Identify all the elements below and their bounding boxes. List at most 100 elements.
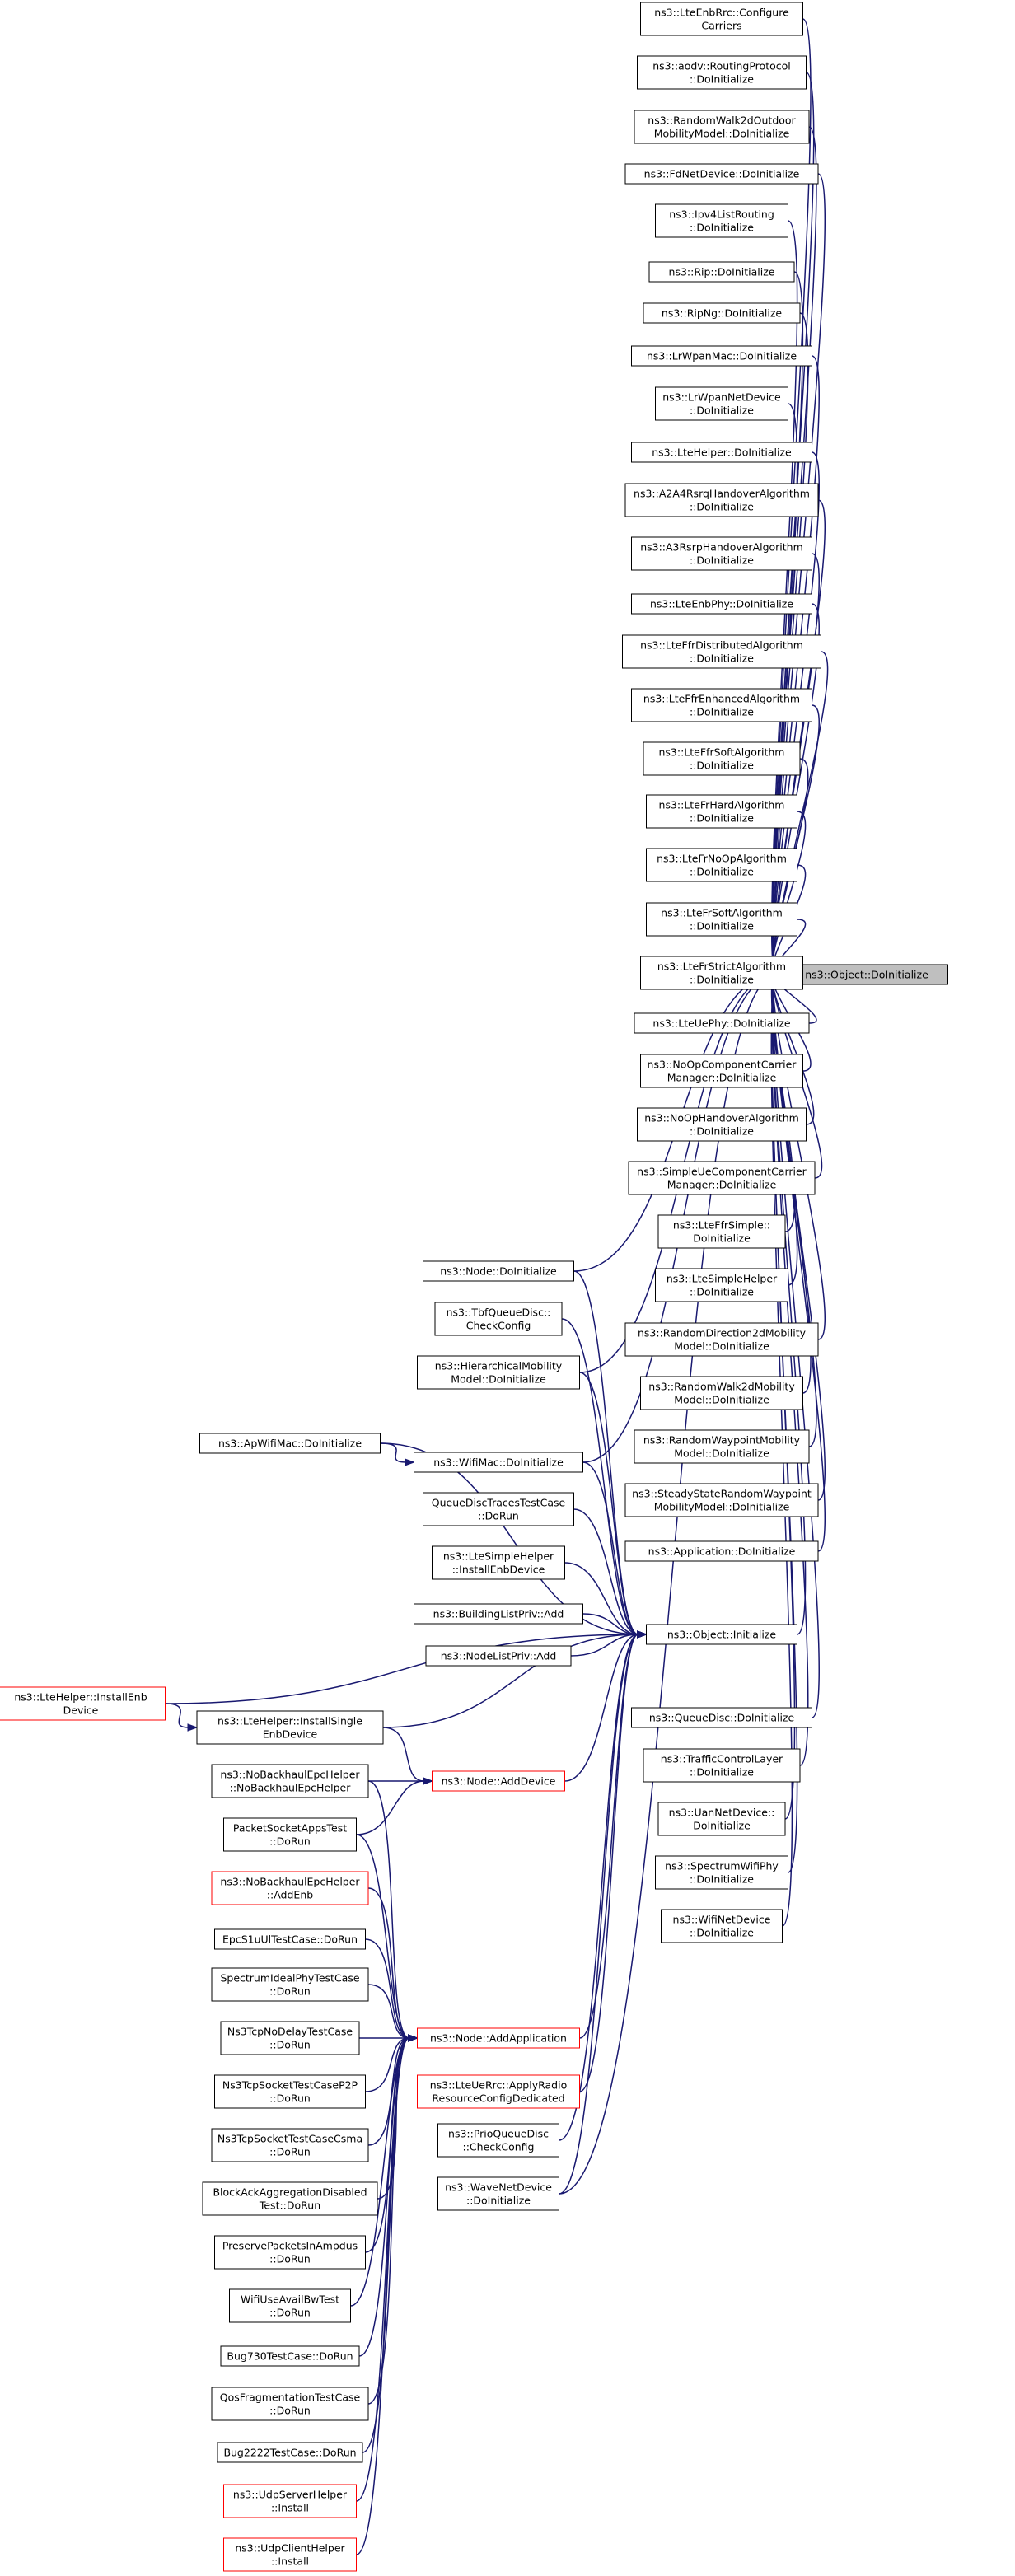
node-box [646, 902, 798, 937]
graph-node[interactable]: ns3::FdNetDevice::DoInitialize [624, 163, 819, 185]
graph-node[interactable]: ns3::WifiNetDevice::DoInitialize [661, 1909, 783, 1943]
node-box [624, 483, 819, 517]
graph-node[interactable]: ns3::NodeListPriv::Add [425, 1645, 572, 1667]
graph-node[interactable]: ns3::WifiMac::DoInitialize [414, 1452, 583, 1473]
call-edge [573, 1508, 638, 1635]
graph-node[interactable]: ns3::A3RsrpHandoverAlgorithm::DoInitiali… [631, 536, 812, 571]
graph-node[interactable]: ns3::LteFfrEnhancedAlgorithm::DoInitiali… [631, 688, 812, 722]
graph-node[interactable]: ns3::LteFrSoftAlgorithm::DoInitialize [646, 902, 798, 937]
node-label: Ns3TcpNoDelayTestCase [227, 2025, 353, 2037]
graph-node[interactable]: ns3::RipNg::DoInitialize [643, 302, 801, 324]
node-label: ResourceConfigDedicated [432, 2092, 564, 2104]
graph-node[interactable]: ns3::LteEnbPhy::DoInitialize [631, 593, 812, 615]
graph-node[interactable]: ns3::Object::DoInitialize [785, 964, 948, 985]
node-label: PreservePacketsInAmpdus [222, 2239, 358, 2251]
call-edge [382, 1634, 638, 1728]
graph-node[interactable]: ns3::LteFfrSimple::DoInitialize [657, 1214, 786, 1249]
graph-node[interactable]: PreservePacketsInAmpdus::DoRun [214, 2235, 366, 2270]
graph-node[interactable]: ns3::LteFfrSoftAlgorithm::DoInitialize [643, 741, 801, 776]
graph-node[interactable]: ns3::LteHelper::DoInitialize [631, 442, 812, 463]
graph-node[interactable]: Bug2222TestCase::DoRun [217, 2442, 363, 2463]
node-box [643, 1748, 801, 1783]
graph-node[interactable]: ns3::Node::AddDevice [432, 1770, 565, 1792]
graph-node[interactable]: ns3::LteUeRrc::ApplyRadioResourceConfigD… [417, 2074, 580, 2109]
graph-node[interactable]: ns3::RandomWalk2dMobilityModel::DoInitia… [640, 1376, 803, 1410]
node-label: ns3::HierarchicalMobility [435, 1359, 563, 1372]
node-box [425, 1645, 572, 1667]
node-box [655, 1855, 788, 1890]
graph-node[interactable]: ns3::Node::DoInitialize [423, 1260, 574, 1282]
graph-node[interactable]: ns3::Node::AddApplication [417, 2027, 580, 2049]
graph-node[interactable]: ns3::LteFfrDistributedAlgorithm::DoIniti… [622, 634, 821, 669]
graph-node[interactable]: QueueDiscTracesTestCase::DoRun [423, 1492, 574, 1526]
graph-node[interactable]: ns3::Rip::DoInitialize [648, 261, 795, 283]
node-box [785, 964, 948, 985]
graph-node[interactable]: ns3::Application::DoInitialize [624, 1540, 819, 1562]
graph-node[interactable]: ns3::TbfQueueDisc::CheckConfig [434, 1302, 563, 1336]
graph-node[interactable]: ns3::NoOpComponentCarrierManager::DoInit… [640, 1054, 803, 1088]
graph-node[interactable]: ns3::WaveNetDevice::DoInitialize [437, 2176, 559, 2211]
graph-node[interactable]: ns3::LteUePhy::DoInitialize [634, 1012, 810, 1034]
node-box [414, 1452, 583, 1473]
graph-node[interactable]: ns3::RandomWaypointMobilityModel::DoInit… [634, 1429, 810, 1464]
graph-node[interactable]: PacketSocketAppsTest::DoRun [223, 1817, 357, 1852]
graph-node[interactable]: ns3::LteFrStrictAlgorithm::DoInitialize [640, 956, 803, 990]
graph-node[interactable]: ns3::LteFrNoOpAlgorithm::DoInitialize [646, 848, 798, 882]
call-edge [582, 1461, 638, 1635]
graph-node[interactable]: ns3::UanNetDevice::DoInitialize [657, 1802, 786, 1836]
graph-node[interactable]: ns3::Object::Initialize [646, 1624, 798, 1645]
graph-node[interactable]: ns3::LteHelper::InstallEnbDevice [0, 1686, 166, 1721]
graph-node[interactable]: EpcS1uUlTestCase::DoRun [214, 1928, 366, 1950]
node-box [432, 1545, 565, 1580]
call-edge [564, 1562, 638, 1635]
node-box [643, 741, 801, 776]
graph-node[interactable]: ns3::SpectrumWifiPhy::DoInitialize [655, 1855, 788, 1890]
call-edge [356, 1780, 424, 1835]
graph-node[interactable]: QosFragmentationTestCase::DoRun [211, 2387, 369, 2421]
graph-node[interactable]: WifiUseAvailBwTest::DoRun [229, 2288, 351, 2323]
graph-node[interactable]: ns3::RandomDirection2dMobilityModel::DoI… [624, 1322, 819, 1357]
graph-node[interactable]: ns3::NoOpHandoverAlgorithm::DoInitialize [637, 1107, 807, 1142]
node-box [220, 2345, 360, 2367]
graph-node[interactable]: ns3::LteSimpleHelper::DoInitialize [655, 1268, 788, 1302]
graph-node[interactable]: Ns3TcpSocketTestCaseP2P::DoRun [214, 2074, 366, 2109]
graph-node[interactable]: ns3::LrWpanMac::DoInitialize [631, 345, 812, 367]
node-box [229, 2288, 351, 2323]
graph-node[interactable]: ns3::A2A4RsrqHandoverAlgorithm::DoInitia… [624, 483, 819, 517]
graph-node[interactable]: ns3::SimpleUeComponentCarrierManager::Do… [628, 1161, 816, 1195]
graph-node[interactable]: ns3::BuildingListPriv::Add [414, 1603, 583, 1625]
graph-node[interactable]: ns3::LrWpanNetDevice::DoInitialize [655, 386, 788, 421]
call-edge [165, 1703, 189, 1728]
node-box [648, 261, 795, 283]
node-box [211, 1764, 369, 1798]
graph-node[interactable]: ns3::ApWifiMac::DoInitialize [199, 1433, 381, 1454]
graph-node[interactable]: ns3::PrioQueueDisc::CheckConfig [437, 2123, 559, 2158]
graph-node[interactable]: ns3::LteFrHardAlgorithm::DoInitialize [646, 794, 798, 829]
graph-node[interactable]: ns3::RandomWalk2dOutdoorMobilityModel::D… [634, 110, 810, 144]
node-label: ::DoRun [269, 2404, 311, 2416]
graph-node[interactable]: Ns3TcpNoDelayTestCase::DoRun [220, 2021, 360, 2055]
graph-node[interactable]: ns3::NoBackhaulEpcHelper::AddEnb [211, 1871, 369, 1905]
node-box [432, 1770, 565, 1792]
graph-node[interactable]: ns3::UdpServerHelper::Install [223, 2484, 357, 2518]
graph-node[interactable]: SpectrumIdealPhyTestCase::DoRun [211, 1967, 369, 2002]
graph-node[interactable]: ns3::TrafficControlLayer::DoInitialize [643, 1748, 801, 1783]
node-label: ::DoRun [269, 2038, 311, 2050]
call-edge [367, 1887, 409, 2039]
graph-node[interactable]: ns3::Ipv4ListRouting::DoInitialize [655, 203, 788, 238]
graph-node[interactable]: Ns3TcpSocketTestCaseCsma::DoRun [211, 2128, 369, 2162]
graph-node[interactable]: ns3::SteadyStateRandomWaypointMobilityMo… [624, 1483, 819, 1517]
call-edge [380, 1442, 406, 1463]
node-label: ::InstallEnbDevice [452, 1563, 545, 1575]
graph-node[interactable]: ns3::UdpClientHelper::Install [223, 2537, 357, 2572]
graph-node[interactable]: ns3::HierarchicalMobilityModel::DoInitia… [417, 1355, 580, 1390]
graph-node[interactable]: Bug730TestCase::DoRun [220, 2345, 360, 2367]
graph-node[interactable]: ns3::NoBackhaulEpcHelper::NoBackhaulEpcH… [211, 1764, 369, 1798]
node-label: ns3::LteFfrSimple:: [673, 1218, 770, 1231]
graph-node[interactable]: ns3::LteSimpleHelper::InstallEnbDevice [432, 1545, 565, 1580]
graph-node[interactable]: ns3::QueueDisc::DoInitialize [631, 1707, 812, 1728]
graph-node[interactable]: ns3::aodv::RoutingProtocol::DoInitialize [637, 55, 807, 90]
